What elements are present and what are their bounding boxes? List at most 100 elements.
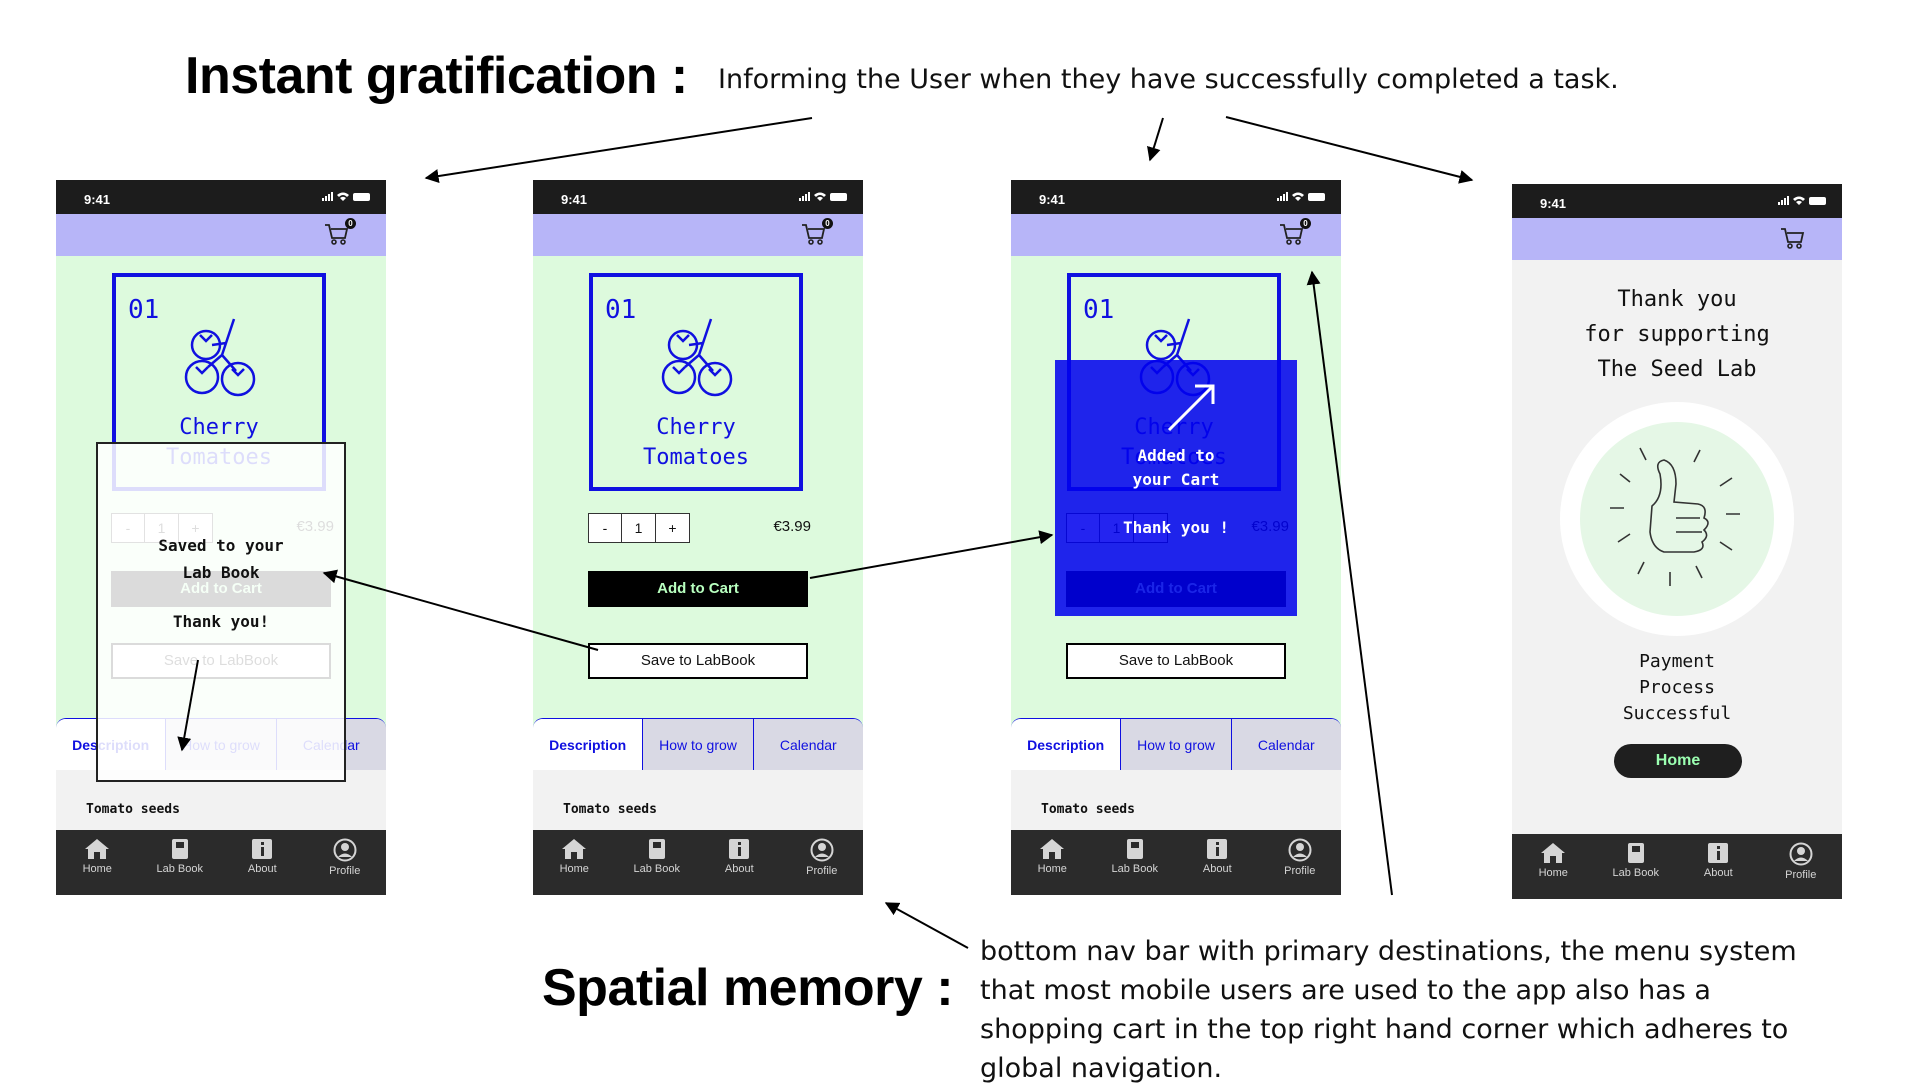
product-card[interactable]: 01 Cherry Tomatoes	[589, 273, 803, 491]
wifi-icon	[1793, 196, 1805, 205]
arrow-to-bottom-nav	[884, 902, 969, 949]
wifi-icon	[1292, 192, 1304, 201]
battery-icon	[1308, 192, 1325, 201]
wifi-icon	[337, 192, 349, 201]
nav-label-about: About	[724, 863, 754, 875]
battery-icon	[830, 192, 847, 201]
status-bar: 9:41	[533, 180, 863, 214]
thumbs-up-badge	[1560, 402, 1794, 636]
top-bar: 0	[1011, 214, 1341, 256]
description-text: Tomato seeds	[1041, 802, 1135, 817]
nav-about[interactable]: About	[698, 830, 781, 895]
cart-icon	[325, 224, 349, 245]
book-icon	[648, 839, 665, 859]
status-bar: 9:41	[1512, 184, 1842, 218]
nav-lab-book[interactable]: Lab Book	[1595, 834, 1678, 899]
wifi-icon	[814, 192, 826, 201]
nav-profile[interactable]: Profile	[781, 830, 864, 895]
home-icon	[562, 839, 587, 859]
system-icons	[1277, 192, 1325, 201]
cherry-tomato-icon	[184, 318, 256, 397]
profile-icon	[1789, 842, 1813, 866]
quantity-stepper[interactable]: - 1 +	[588, 513, 690, 543]
tab-how-to-grow[interactable]: How to grow	[1121, 719, 1232, 771]
battery-icon	[353, 192, 370, 201]
save-to-labbook-button[interactable]: Save to LabBook	[1066, 643, 1286, 679]
cart-icon	[1280, 224, 1304, 245]
profile-icon	[1288, 838, 1312, 862]
tab-calendar[interactable]: Calendar	[1231, 719, 1341, 771]
nav-lab-book[interactable]: Lab Book	[1094, 830, 1177, 895]
spatial-memory-heading: Spatial memory :	[542, 959, 954, 1017]
nav-home[interactable]: Home	[1512, 834, 1595, 899]
signal-icon	[1277, 192, 1288, 201]
nav-profile[interactable]: Profile	[1259, 830, 1342, 895]
added-thank-you: Thank you !	[1123, 518, 1229, 537]
home-button[interactable]: Home	[1614, 744, 1742, 778]
cart-icon	[802, 224, 826, 245]
profile-icon	[810, 838, 834, 862]
decrement-button[interactable]: -	[588, 513, 622, 543]
cart-button[interactable]	[1780, 226, 1808, 252]
book-icon	[1126, 839, 1143, 859]
status-time: 9:41	[1540, 196, 1567, 211]
nav-about[interactable]: About	[1677, 834, 1760, 899]
cart-badge: 0	[1300, 218, 1311, 229]
nav-about[interactable]: About	[221, 830, 304, 895]
description-text: Tomato seeds	[86, 802, 180, 817]
nav-profile[interactable]: Profile	[1760, 834, 1843, 899]
nav-home[interactable]: Home	[533, 830, 616, 895]
nav-lab-book[interactable]: Lab Book	[616, 830, 699, 895]
status-time: 9:41	[561, 192, 588, 207]
nav-about[interactable]: About	[1176, 830, 1259, 895]
nav-label-lab-book: Lab Book	[1612, 867, 1659, 879]
save-to-labbook-button[interactable]: Save to LabBook	[588, 643, 808, 679]
cart-badge: 0	[822, 218, 833, 229]
nav-label-lab-book: Lab Book	[156, 863, 203, 875]
spatial-memory-text: bottom nav bar with primary destinations…	[980, 936, 1797, 1084]
nav-label-lab-book: Lab Book	[1111, 863, 1158, 875]
increment-button[interactable]: +	[656, 513, 690, 543]
bottom-nav: Home Lab Book About Profile	[1512, 834, 1842, 899]
product-number: 01	[128, 295, 160, 325]
cart-button[interactable]: 0	[324, 218, 356, 248]
nav-label-home: Home	[82, 863, 112, 875]
tab-how-to-grow[interactable]: How to grow	[643, 719, 754, 771]
tab-description[interactable]: Description	[533, 719, 644, 771]
status-time: 9:41	[1039, 192, 1066, 207]
system-icons	[322, 192, 370, 201]
nav-label-home: Home	[1037, 863, 1067, 875]
battery-icon	[1809, 196, 1826, 205]
tab-description[interactable]: Description	[1011, 719, 1122, 771]
arrow-up-right-icon	[1167, 384, 1215, 432]
signal-icon	[322, 192, 333, 201]
book-icon	[171, 839, 188, 859]
cart-button[interactable]: 0	[801, 218, 833, 248]
arrow-to-phone1	[424, 117, 813, 183]
bottom-nav: Home Lab Book About Profile	[56, 830, 386, 895]
tab-calendar[interactable]: Calendar	[753, 719, 863, 771]
nav-label-profile: Profile	[1785, 869, 1817, 881]
product-tabs: Description How to grow Calendar	[533, 718, 863, 771]
nav-home[interactable]: Home	[1011, 830, 1094, 895]
add-to-cart-button[interactable]: Add to Cart	[588, 571, 808, 607]
cart-badge: 0	[345, 218, 356, 229]
nav-home[interactable]: Home	[56, 830, 139, 895]
status-bar: 9:41	[56, 180, 386, 214]
product-price: €3.99	[773, 518, 811, 535]
nav-label-profile: Profile	[329, 865, 361, 877]
info-icon	[729, 839, 750, 859]
nav-label-about: About	[247, 863, 277, 875]
nav-profile[interactable]: Profile	[304, 830, 387, 895]
nav-lab-book[interactable]: Lab Book	[139, 830, 222, 895]
description-text: Tomato seeds	[563, 802, 657, 817]
top-bar: 0	[533, 214, 863, 256]
book-icon	[1627, 843, 1644, 863]
phone-screen-product: 9:41 0 01 Cherry Tomatoes - 1 + €3.99 Ad…	[533, 180, 863, 895]
instant-gratification-heading: Instant gratification :	[185, 47, 688, 105]
cart-button[interactable]: 0	[1279, 218, 1311, 248]
thumbs-up-icon	[1610, 447, 1740, 586]
